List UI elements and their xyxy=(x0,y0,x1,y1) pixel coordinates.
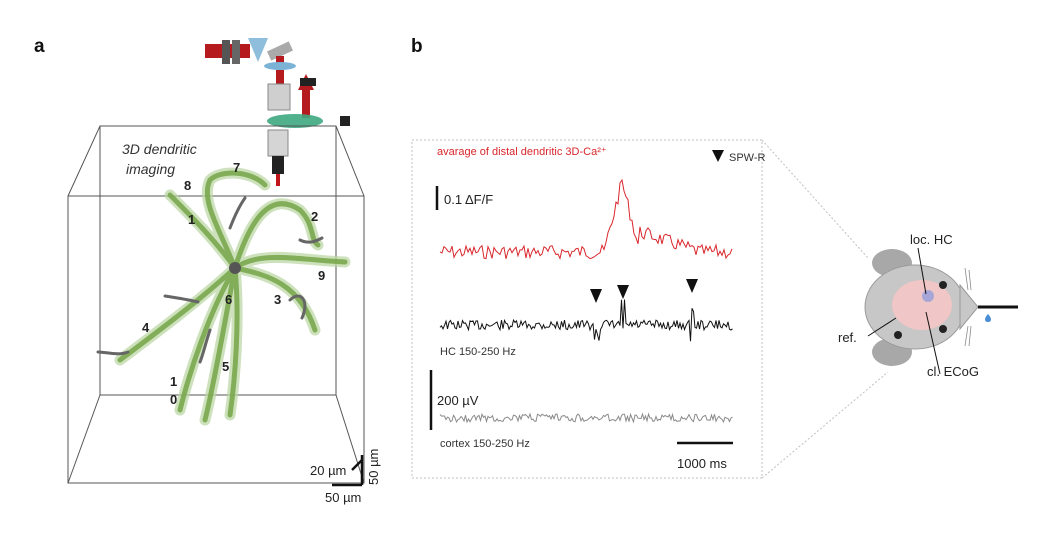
spw-marker xyxy=(617,285,629,299)
imaging-label-line2: imaging xyxy=(126,161,176,177)
branch-label: 0 xyxy=(170,392,178,407)
branch-label: 7 xyxy=(233,160,241,175)
scale-50um-horizontal: 50 µm xyxy=(325,490,362,505)
branch-label: 1 xyxy=(188,212,196,227)
cl-ecog-label: cl. ECoG xyxy=(927,364,980,379)
spw-marker xyxy=(590,289,602,303)
hc-trace xyxy=(439,299,733,342)
branch-label: 9 xyxy=(318,268,326,283)
df-scale-label: 0.1 ΔF/F xyxy=(444,192,494,207)
branch-label: 8 xyxy=(184,178,192,193)
loc-hc-label: loc. HC xyxy=(910,232,953,247)
ref-label: ref. xyxy=(838,330,857,345)
spw-marker xyxy=(686,279,698,293)
time-scale-label: 1000 ms xyxy=(677,456,727,471)
cortex-trace-label: cortex 150-250 Hz xyxy=(440,438,530,450)
spw-legend-label: SPW-R xyxy=(729,152,766,164)
branch-label: 4 xyxy=(142,320,150,335)
panel-b-letter: b xyxy=(411,36,423,57)
branch-label: 6 xyxy=(225,292,233,307)
cortex-trace xyxy=(439,412,733,424)
hc-trace-label: HC 150-250 Hz xyxy=(440,346,516,358)
microscope-optics xyxy=(205,38,350,186)
calcium-trace-title: avarage of distal dendritic 3D-Ca²⁺ xyxy=(437,146,607,158)
scale-bars-a xyxy=(332,455,364,487)
branch-label: 2 xyxy=(311,209,319,224)
imaging-volume-box xyxy=(67,125,365,484)
branch-label: 3 xyxy=(274,292,282,307)
branch-label: 1 xyxy=(170,374,178,389)
spw-legend-marker xyxy=(712,150,724,162)
dendritic-tree xyxy=(96,167,351,426)
calcium-trace xyxy=(439,178,733,260)
panel-a-letter: a xyxy=(34,36,45,57)
branch-label: 5 xyxy=(222,359,230,374)
imaging-label-line1: 3D dendritic xyxy=(122,141,197,157)
uv-scale-label: 200 µV xyxy=(437,393,479,408)
scale-20um: 20 µm xyxy=(310,463,347,478)
